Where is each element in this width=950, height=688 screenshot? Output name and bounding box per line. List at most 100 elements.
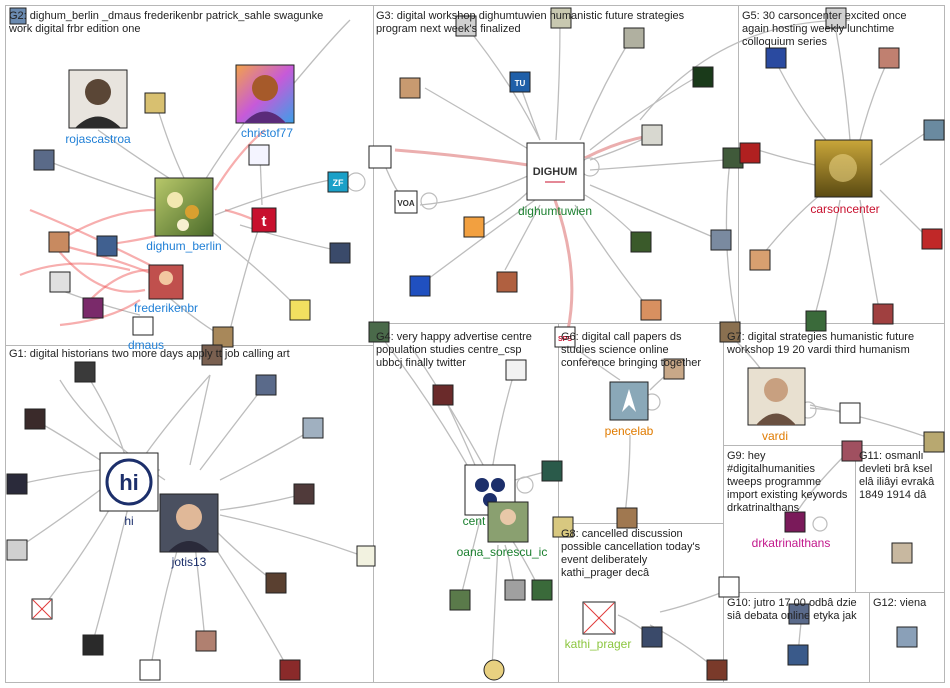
node-g5-9[interactable] [872, 303, 894, 325]
node-g12-1[interactable] [896, 626, 918, 648]
node-g7-2[interactable] [839, 402, 861, 424]
node-g8-3[interactable] [706, 659, 728, 681]
node-small-10[interactable] [9, 7, 27, 25]
node-small-1[interactable] [144, 92, 166, 114]
label-carsoncenter[interactable]: carsoncenter [810, 202, 879, 216]
node-g5-7[interactable] [921, 228, 943, 250]
node-g1-11[interactable] [82, 634, 104, 656]
node-g1-4[interactable] [302, 417, 324, 439]
node-small-7[interactable] [329, 242, 351, 264]
node-g4-5[interactable] [449, 589, 471, 611]
node-christof77[interactable] [235, 64, 295, 124]
node-frederikenbr[interactable] [148, 264, 184, 300]
node-g4-2[interactable] [432, 384, 454, 406]
node-carsoncenter[interactable] [814, 139, 873, 198]
node-small-6[interactable] [82, 297, 104, 319]
node-g10-1[interactable] [718, 576, 740, 598]
node-g3-3[interactable] [550, 7, 572, 29]
label-dighum_berlin[interactable]: dighum_berlin [146, 239, 221, 253]
node-g1-9[interactable] [356, 545, 376, 567]
node-g1-2[interactable] [201, 344, 223, 366]
label-drkatrinalthans[interactable]: drkatrinalthans [752, 536, 831, 550]
node-g3-9[interactable] [630, 231, 652, 253]
node-g3-10[interactable] [710, 229, 732, 251]
node-g3-1[interactable] [399, 77, 421, 99]
label-jotis13[interactable]: jotis13 [171, 555, 207, 569]
node-dhd[interactable] [248, 144, 270, 166]
node-g3-11[interactable] [409, 275, 431, 297]
node-g3-8[interactable] [463, 216, 485, 238]
node-zf-logo[interactable]: ZF [327, 171, 349, 193]
node-small-3[interactable] [48, 231, 70, 253]
node-g3-5[interactable] [692, 66, 714, 88]
node-g1-10[interactable] [265, 572, 287, 594]
label-kathi_prager[interactable]: kathi_prager [565, 637, 632, 651]
label-rojascastroa[interactable]: rojascastroa [65, 132, 131, 146]
node-g3-2[interactable] [455, 15, 477, 37]
node-dmaus[interactable] [132, 316, 154, 336]
label-oana[interactable]: oana_sorescu_ic [457, 545, 548, 559]
node-g10-3[interactable] [787, 644, 809, 666]
node-g10-2[interactable] [788, 603, 810, 625]
node-g1-14[interactable] [279, 659, 301, 681]
node-g9-1[interactable] [841, 440, 863, 462]
node-g1-12[interactable] [195, 630, 217, 652]
node-oana[interactable] [487, 501, 529, 543]
node-jotis13[interactable] [159, 493, 219, 553]
node-t-logo[interactable]: t [251, 207, 277, 233]
node-vardi[interactable] [747, 367, 806, 426]
node-tu-logo[interactable]: TU [509, 71, 531, 93]
node-small-8[interactable] [289, 299, 311, 321]
node-g3-13[interactable] [640, 299, 662, 321]
node-g1-6[interactable] [6, 473, 28, 495]
node-g1-missing[interactable] [31, 598, 53, 620]
node-g3-12[interactable] [496, 271, 518, 293]
node-g1-7[interactable] [293, 483, 315, 505]
label-dighumtuwien[interactable]: dighumtuwien [518, 204, 592, 218]
node-g5-8[interactable] [805, 310, 827, 332]
node-with-wisdom[interactable] [368, 145, 392, 169]
node-g3-6[interactable] [641, 124, 663, 146]
node-g4-4[interactable] [541, 460, 563, 482]
node-small-4[interactable] [96, 235, 118, 257]
node-g8-1[interactable] [552, 516, 574, 538]
node-small-2[interactable] [33, 149, 55, 171]
node-g5-6[interactable] [749, 249, 771, 271]
node-g5-1[interactable] [765, 47, 787, 69]
label-pencelab[interactable]: pencelab [605, 424, 654, 438]
node-g4-3[interactable] [505, 359, 527, 381]
node-hi[interactable]: hi [99, 452, 159, 512]
node-small-5[interactable] [49, 271, 71, 293]
node-g4-1[interactable] [368, 321, 390, 343]
node-g5-2[interactable] [825, 7, 847, 29]
node-dighum_berlin[interactable] [154, 177, 214, 237]
node-g1-13[interactable] [139, 659, 161, 681]
node-rojascastroa[interactable] [68, 69, 128, 129]
node-g1-3[interactable] [255, 374, 277, 396]
node-pencelab[interactable] [609, 381, 649, 421]
node-g7-3[interactable] [923, 431, 945, 453]
node-sps[interactable]: SPS [554, 326, 576, 348]
node-g1-1[interactable] [74, 361, 96, 383]
node-g4-6[interactable] [504, 579, 526, 601]
node-g4-8[interactable] [483, 659, 505, 681]
label-dmaus[interactable]: dmaus [128, 338, 164, 352]
node-g5-3[interactable] [878, 47, 900, 69]
node-g8-2[interactable] [641, 626, 663, 648]
node-g6-2[interactable] [616, 507, 638, 529]
node-g3-4[interactable] [623, 27, 645, 49]
node-g6-1[interactable] [663, 358, 685, 380]
node-g1-8[interactable] [6, 539, 28, 561]
label-vardi[interactable]: vardi [762, 429, 788, 443]
node-kathi_prager[interactable] [582, 601, 616, 635]
label-frederikenbr[interactable]: frederikenbr [134, 301, 198, 315]
label-christof77[interactable]: christof77 [241, 126, 293, 140]
node-g7-1[interactable] [719, 321, 741, 343]
label-hi[interactable]: hi [124, 514, 133, 528]
label-centre[interactable]: cent [463, 514, 486, 528]
node-g5-5[interactable] [739, 142, 761, 164]
node-voa-logo[interactable]: VOA [394, 190, 418, 214]
node-g11-1[interactable] [891, 542, 913, 564]
node-dighumtuwien[interactable]: DIGHUM [526, 142, 585, 201]
node-drkatrinalthans[interactable] [784, 511, 806, 533]
